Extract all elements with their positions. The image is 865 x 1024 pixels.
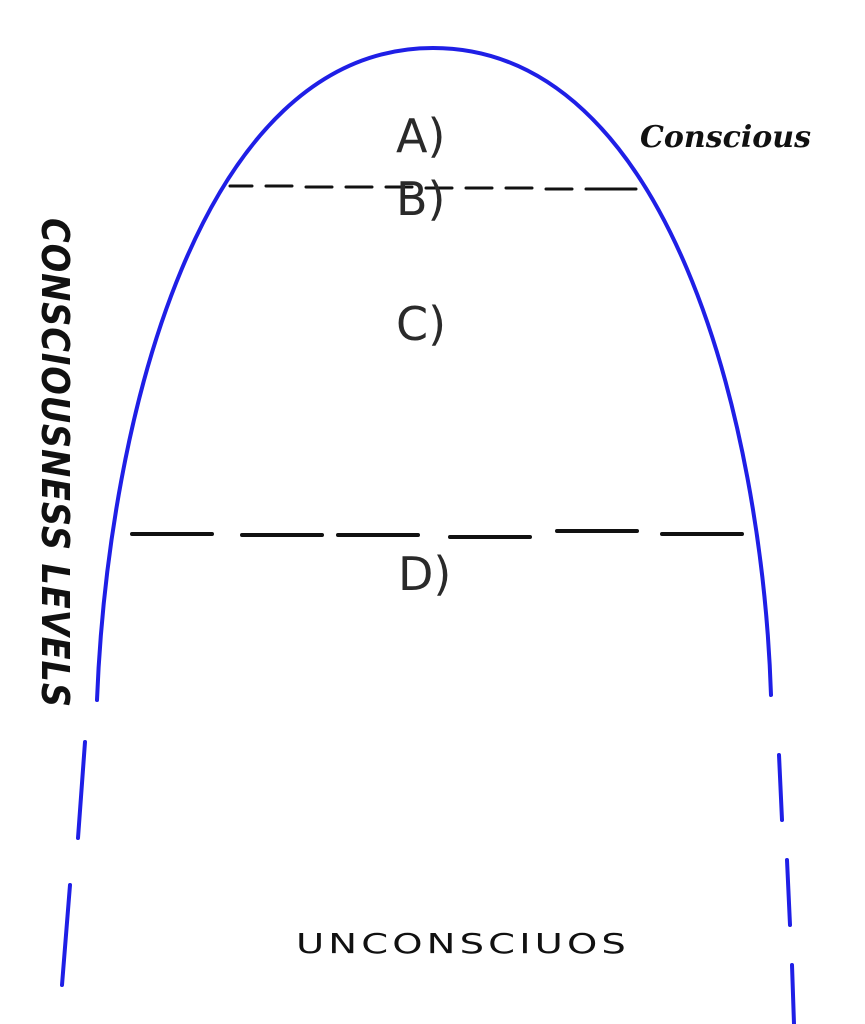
consciousness-levels-label: CONSCIOUSNESS LEVELS — [33, 218, 77, 708]
left-dashed-extension — [60, 740, 87, 987]
zone-d-label: D) — [398, 547, 451, 601]
zone-b-label: B) — [396, 172, 446, 226]
conscious-arch-curve — [95, 45, 773, 702]
conscious-label: Conscious — [640, 120, 811, 155]
upper-dashed-divider — [228, 184, 638, 191]
right-dashed-extension — [777, 753, 796, 1024]
lower-dashed-divider — [130, 529, 744, 539]
zone-c-label: C) — [396, 297, 446, 351]
zone-a-label: A) — [396, 109, 445, 163]
unconscious-label: UNCONSCIUOS — [296, 927, 630, 960]
